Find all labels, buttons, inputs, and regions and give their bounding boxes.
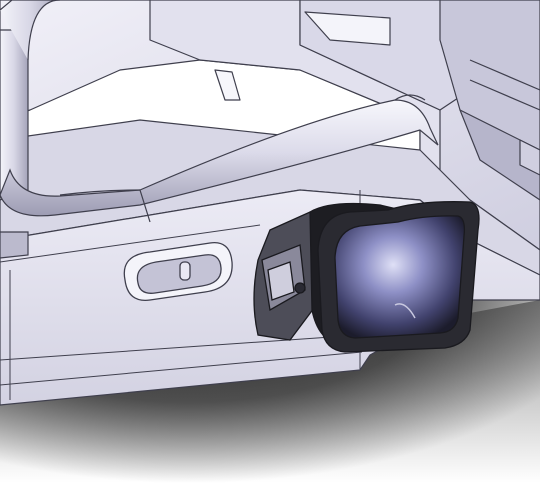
bullbar-tube [0, 0, 439, 259]
bracket-slot [123, 241, 233, 301]
upper-structure [0, 0, 540, 251]
fog-light [253, 201, 480, 353]
